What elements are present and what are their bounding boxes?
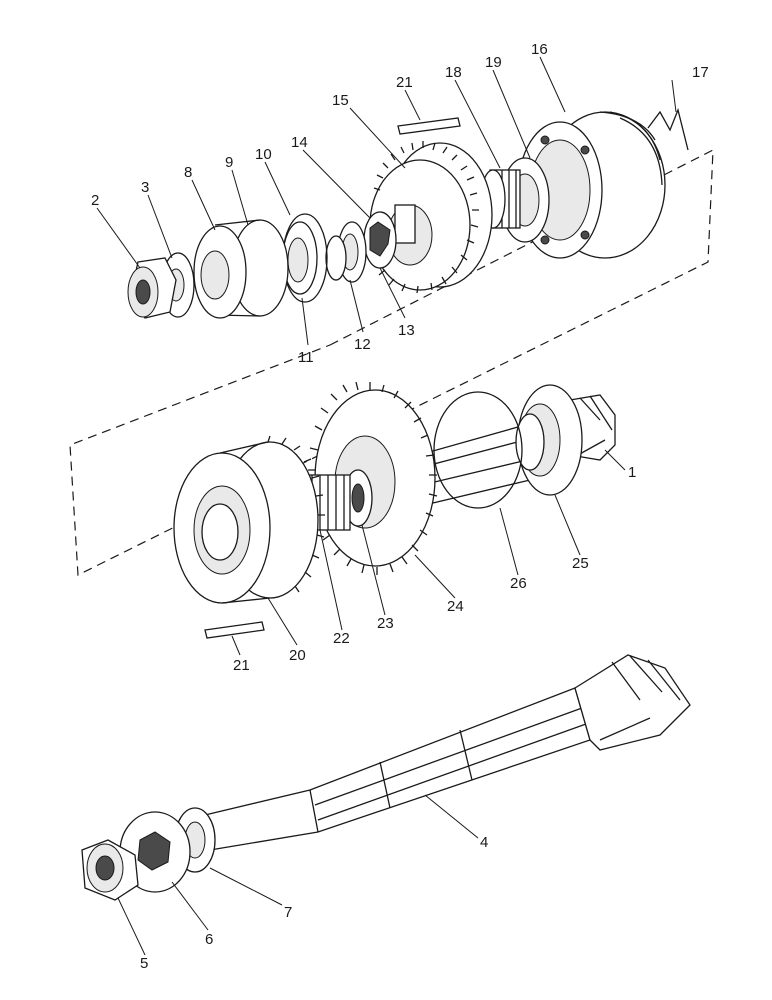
callout-7: 7 (284, 904, 292, 921)
callout-8: 8 (184, 164, 192, 181)
callout-22: 22 (333, 630, 350, 647)
callout-4: 4 (480, 834, 488, 851)
part-17-spring-clip (647, 107, 689, 151)
part-5-nut (81, 839, 139, 901)
callout-5: 5 (140, 955, 148, 972)
callout-21-bottom: 21 (233, 657, 250, 674)
part-26-o-ring (433, 391, 523, 509)
part-10-11-circlip (282, 213, 328, 303)
callout-2: 2 (91, 192, 99, 209)
callout-25: 25 (572, 555, 589, 572)
callout-16: 16 (531, 41, 548, 58)
callout-15: 15 (332, 92, 349, 109)
part-2-nut (127, 257, 177, 319)
callout-labels: 1 2 3 4 5 6 7 8 9 10 11 12 13 14 15 16 1… (91, 41, 709, 972)
part-6-tab-washer (119, 811, 191, 893)
part-25-bearing (515, 384, 583, 496)
part-21-key-top (397, 117, 461, 135)
leader-lines (96, 56, 677, 956)
part-4-pinion-shaft (204, 654, 691, 851)
callout-9: 9 (225, 154, 233, 171)
callout-23: 23 (377, 615, 394, 632)
part-8-9-bearing (193, 219, 289, 319)
callout-21-top: 21 (396, 74, 413, 91)
callout-6: 6 (205, 931, 213, 948)
part-21-key-bottom (204, 621, 265, 639)
callout-13: 13 (398, 322, 415, 339)
callout-19: 19 (485, 54, 502, 71)
callout-24: 24 (447, 598, 464, 615)
callout-17: 17 (692, 64, 709, 81)
callout-11: 11 (298, 349, 314, 366)
callout-3: 3 (141, 179, 149, 196)
callout-18: 18 (445, 64, 462, 81)
callout-10: 10 (255, 146, 272, 163)
callout-26: 26 (510, 575, 527, 592)
part-15-gear (364, 141, 493, 294)
part-14-splined-sleeve (363, 211, 397, 269)
callout-14: 14 (291, 134, 308, 151)
callout-12: 12 (354, 336, 371, 353)
part-12-13-spacers (325, 221, 367, 283)
callout-20: 20 (289, 647, 306, 664)
callout-1: 1 (628, 464, 636, 481)
part-20-gear-drum (173, 435, 325, 604)
